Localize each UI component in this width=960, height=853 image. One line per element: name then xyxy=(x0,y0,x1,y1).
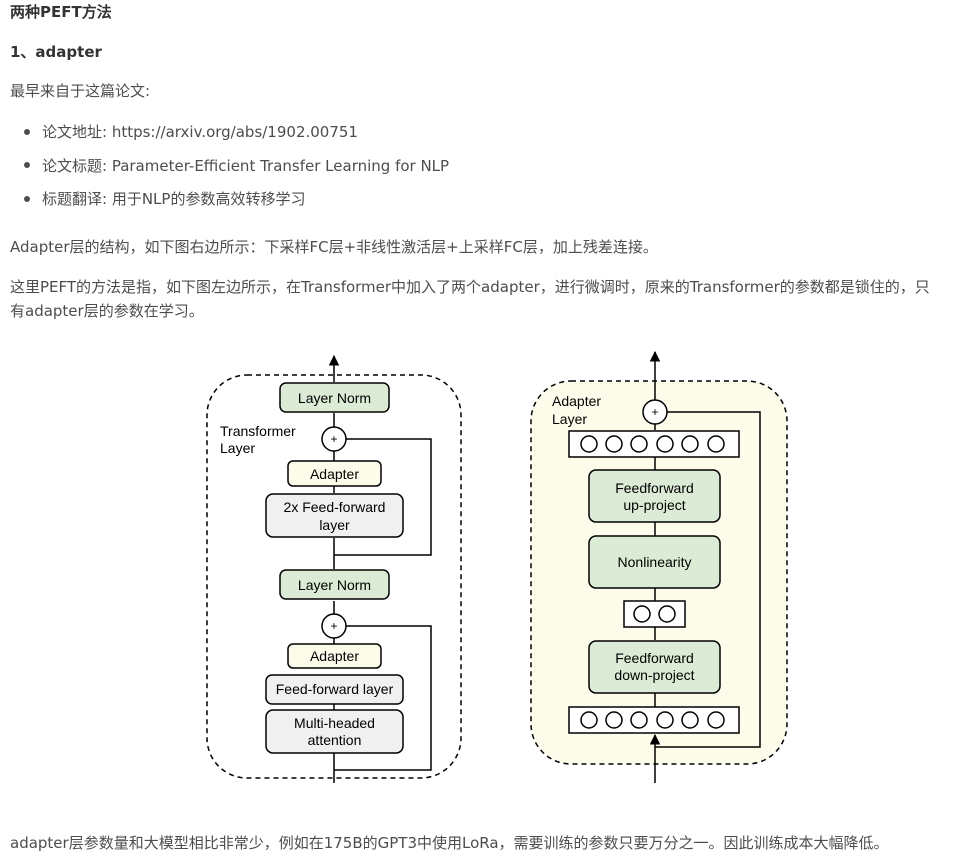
paragraph-conclusion: adapter层参数量和大模型相比非常少，例如在175B的GPT3中使用LoRa… xyxy=(10,834,889,852)
residual-add-bottom xyxy=(321,613,347,639)
transformer-layer-title: Layer xyxy=(220,440,255,456)
feedforward-up-project-box xyxy=(588,469,721,523)
bullet-dot xyxy=(24,162,30,168)
multi-headed-attention-box xyxy=(265,709,404,754)
transformer-layer-title: Transformer xyxy=(220,423,296,439)
adapter-bottom-label: Adapter xyxy=(310,648,359,664)
bottleneck-neurons-strip xyxy=(623,600,686,628)
adapter-layer-diagram: Adapter Layer Feedforward down-project N… xyxy=(530,350,788,783)
paragraph-adapter-structure: Adapter层的结构，如下图右边所示：下采样FC层+非线性激活层+上采样FC层… xyxy=(10,238,658,256)
paragraph-method-line2: 有adapter层的参数在学习。 xyxy=(10,302,204,320)
feed-forward-2x-box xyxy=(265,493,404,538)
intro-text: 最早来自于这篇论文: xyxy=(10,82,151,100)
feedforward-down-project-label: down-project xyxy=(614,667,694,683)
layer-norm-top-label: Layer Norm xyxy=(298,390,371,406)
page-heading: 两种PEFT方法 xyxy=(10,3,112,21)
nonlinearity-label: Nonlinearity xyxy=(618,554,692,570)
section-title: 1、adapter xyxy=(10,43,102,61)
plus-sign: + xyxy=(330,432,337,446)
adapter-architecture-figure: Transformer Layer Multi-headed attention… xyxy=(206,350,788,783)
paragraph-method-line1: 这里PEFT的方法是指，如下图左边所示，在Transformer中加入了两个ad… xyxy=(10,278,930,296)
residual-add-adapter xyxy=(642,399,668,425)
feedforward-up-project-label: Feedforward xyxy=(615,480,694,496)
adapter-layer-title: Adapter xyxy=(552,393,601,409)
layer-norm-top-box xyxy=(279,382,390,413)
list-item-title-translation: 标题翻译: 用于NLP的参数高效转移学习 xyxy=(42,190,306,208)
feed-forward-layer-label: Feed-forward layer xyxy=(276,681,394,697)
feedforward-down-project-box xyxy=(588,640,721,694)
feedforward-up-project-label: up-project xyxy=(623,497,685,513)
adapter-layer-title: Layer xyxy=(552,411,587,427)
multi-headed-attention-label: attention xyxy=(308,732,362,748)
nonlinearity-box xyxy=(588,535,721,589)
adapter-top-box xyxy=(287,460,382,487)
feedforward-down-project-label: Feedforward xyxy=(615,650,694,666)
transformer-layer-border xyxy=(206,374,462,779)
transformer-layer-diagram: Transformer Layer Multi-headed attention… xyxy=(206,354,462,783)
plus-sign: + xyxy=(330,619,337,633)
bullet-dot xyxy=(24,196,30,202)
plus-sign: + xyxy=(651,405,658,419)
list-item-paper-title: 论文标题: Parameter-Efficient Transfer Learn… xyxy=(42,157,450,175)
list-item-paper-url[interactable]: 论文地址: https://arxiv.org/abs/1902.00751 xyxy=(42,123,358,141)
feed-forward-2x-label: layer xyxy=(319,517,350,533)
residual-add-top xyxy=(321,426,347,452)
feed-forward-2x-label: 2x Feed-forward xyxy=(284,499,386,515)
adapter-bottom-box xyxy=(287,643,382,669)
adapter-top-label: Adapter xyxy=(310,466,359,482)
feed-forward-layer-box xyxy=(265,674,404,705)
layer-norm-bottom-label: Layer Norm xyxy=(298,577,371,593)
layer-norm-bottom-box xyxy=(279,569,390,600)
multi-headed-attention-label: Multi-headed xyxy=(294,715,375,731)
bullet-dot xyxy=(24,129,30,135)
